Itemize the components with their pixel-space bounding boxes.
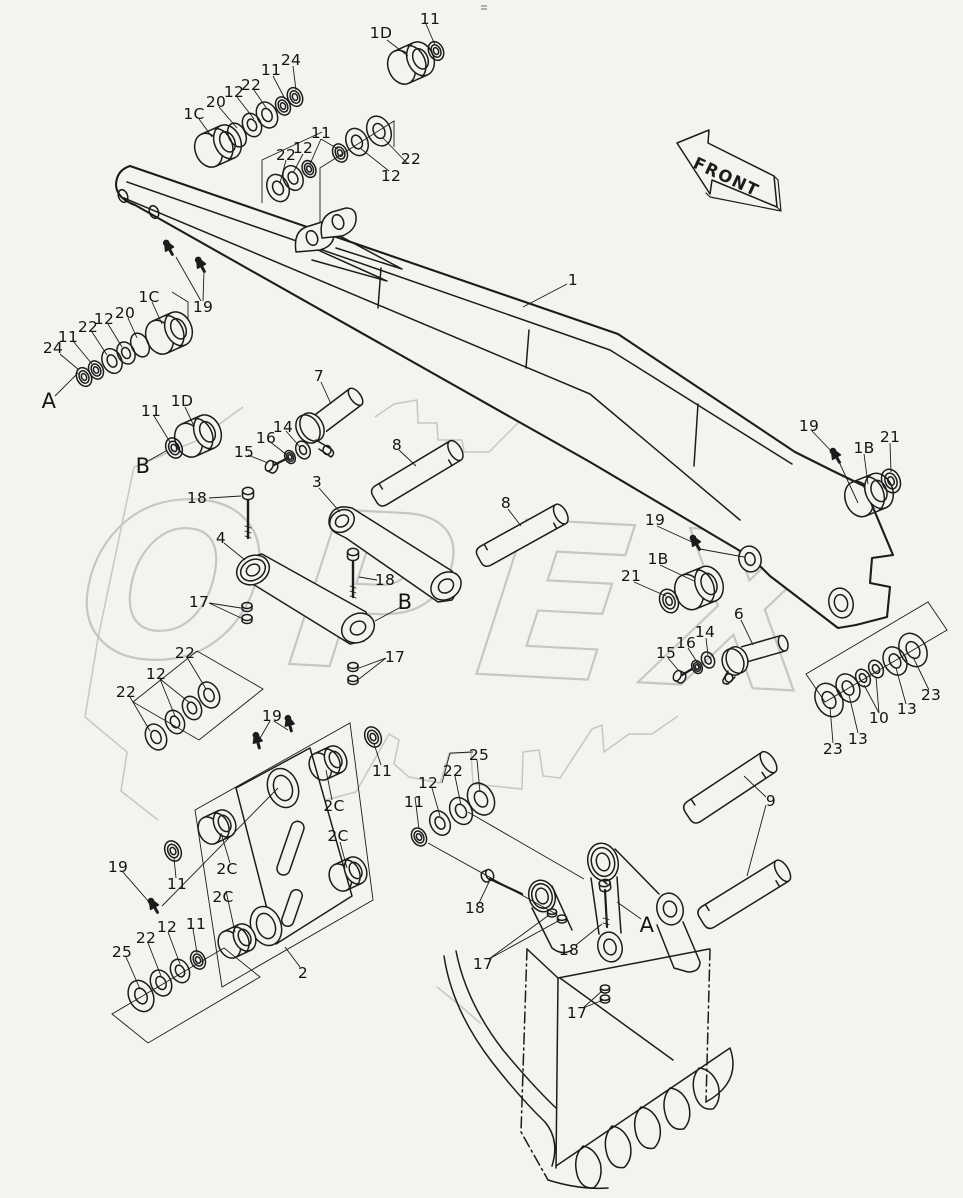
h-link [144,713,386,963]
washer-cluster-top [188,36,448,173]
front-arrow: FRONT [676,129,782,212]
washer-cluster-top2 [261,111,397,207]
washer-stack-hlink-bottom [122,947,209,1017]
pin-6-group [670,634,789,686]
link-4 [235,553,376,645]
bucket-links [478,842,701,1004]
pin-9b [694,856,795,932]
corner-print-mark [481,5,487,10]
bolt-18a [241,486,255,540]
washer-stack-section-a [407,777,501,850]
boom [114,164,895,630]
boom-top-bracket [294,207,403,282]
bucket [443,948,734,1193]
leader-lines [54,23,930,1009]
bolt-18b [346,547,360,599]
pin-7-group [262,387,364,476]
pin-9a [680,748,781,827]
link-3 [328,506,462,603]
